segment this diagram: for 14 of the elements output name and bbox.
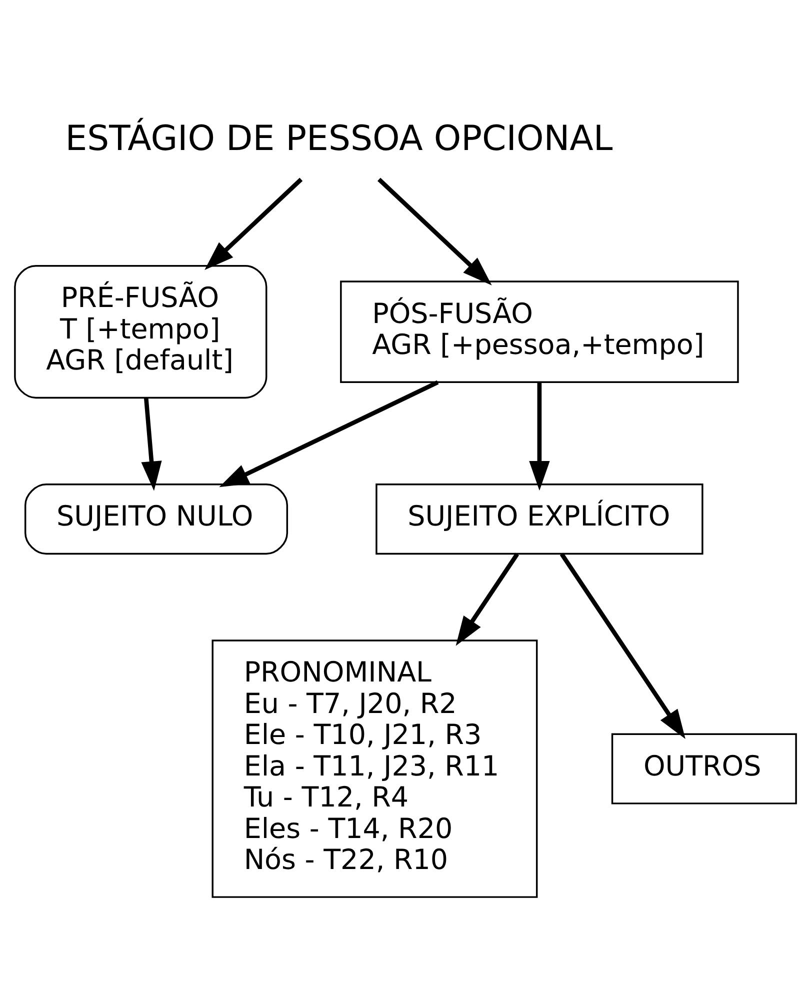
arrow [456,552,520,646]
arrow [219,380,439,488]
node-box: SUJEITO NULO [24,484,288,555]
node-box: PRÉ-FUSÃO T [+tempo] AGR [default] [14,265,268,399]
arrow [529,382,550,491]
node-box: SUJEITO EXPLÍCITO [376,484,704,555]
arrow [204,178,303,270]
node-box: PRONOMINAL Eu - T7, J20, R2 Ele - T10, J21, R3 Ela - T11, J23, R11 Tu - T12, R4 Eles - T14, R20 Nós - T22, R10 [212,640,538,898]
arrow [141,398,162,491]
arrow [377,178,492,286]
arrow [560,552,686,739]
node-text: ESTÁGIO DE PESSOA OPCIONAL [65,118,613,159]
node-box: PÓS-FUSÃO AGR [+pessoa,+tempo] [340,280,739,383]
node-box: OUTROS [611,733,797,804]
